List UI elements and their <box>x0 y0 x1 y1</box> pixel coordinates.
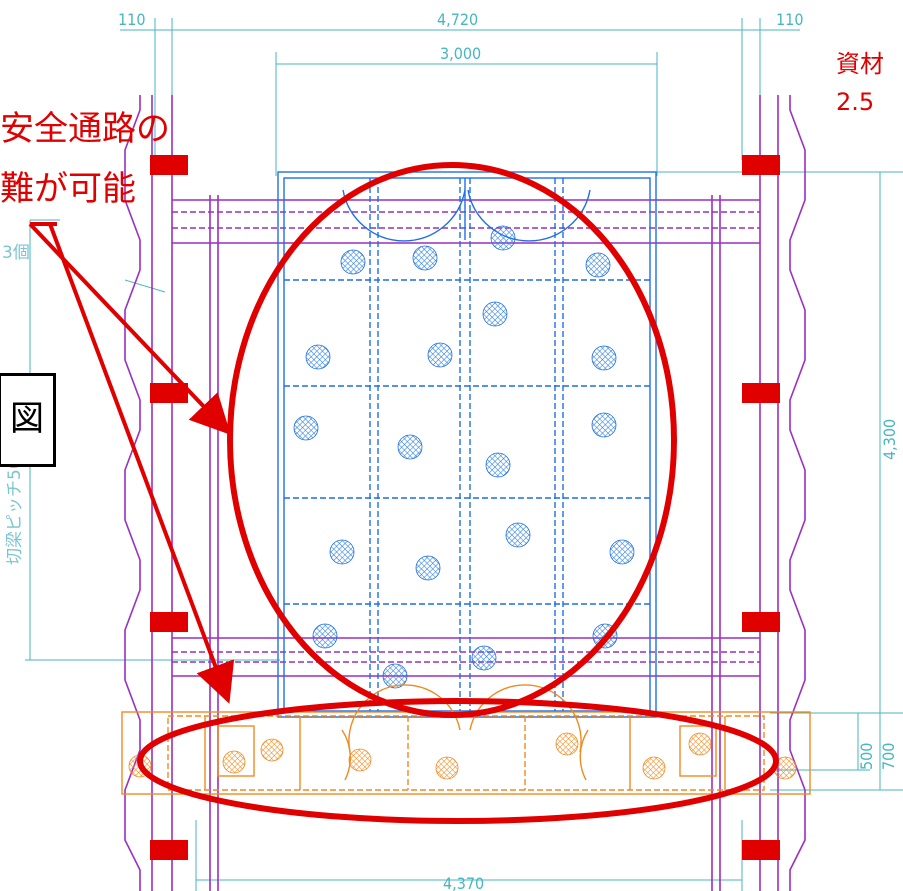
orange-hatch-circles <box>128 732 797 780</box>
hatched-circle <box>412 245 438 271</box>
dim-lower-outer: 700 <box>879 743 898 770</box>
material-note-line2: 2.5 <box>836 88 874 116</box>
hatched-circle <box>348 748 372 772</box>
hatched-circle <box>293 415 319 441</box>
red-blocks[interactable] <box>150 155 780 860</box>
dim-bottom-width: 4,370 <box>443 874 484 891</box>
hatched-circle <box>382 663 408 689</box>
red-arrows <box>28 222 235 704</box>
hatched-circle <box>591 345 617 371</box>
hatched-circle <box>642 756 666 780</box>
hatched-circle <box>471 645 497 671</box>
dim-top-total: 4,720 <box>437 10 478 29</box>
hatched-circle <box>222 750 246 774</box>
hatched-circle <box>329 539 355 565</box>
red-arrow <box>48 223 235 704</box>
hatched-circle <box>427 342 453 368</box>
hatched-circle <box>555 732 579 756</box>
red-block <box>742 840 780 860</box>
right-sheet-pile <box>711 95 806 891</box>
red-ellipse-highlight <box>227 162 677 718</box>
hatched-circle <box>688 732 712 756</box>
red-block <box>150 383 188 403</box>
hatched-circle <box>591 412 617 438</box>
blue-hatch-circles <box>293 225 635 689</box>
hatched-circle <box>485 452 511 478</box>
hatched-circle <box>482 301 508 327</box>
hatched-circle <box>490 225 516 251</box>
red-block <box>742 155 780 175</box>
red-block <box>150 155 188 175</box>
walers <box>172 199 760 677</box>
red-block <box>742 612 780 632</box>
hatched-circle <box>260 738 284 762</box>
hatched-circle <box>340 249 366 275</box>
right-dimensions <box>657 171 903 791</box>
dim-inner-width: 3,000 <box>440 44 481 63</box>
hatched-circle <box>609 539 635 565</box>
hatched-circle <box>415 555 441 581</box>
dim-height: 4,300 <box>880 419 899 460</box>
hatched-circle <box>312 623 338 649</box>
count-note: 3個 <box>2 243 30 263</box>
top-dimensions <box>120 18 800 176</box>
figure-label-box: 図 <box>0 373 56 467</box>
material-note-line1: 資材 <box>836 50 884 78</box>
red-ellipse-highlight <box>137 698 779 824</box>
hatched-circle <box>585 252 611 278</box>
blue-frame <box>277 171 657 718</box>
hatched-circle <box>435 756 459 780</box>
red-block <box>150 840 188 860</box>
hatched-circle <box>397 434 423 460</box>
red-block <box>150 612 188 632</box>
dim-top-left: 110 <box>118 10 145 29</box>
safe-passage-note-line1: 安全通路の <box>0 109 170 149</box>
red-block <box>742 383 780 403</box>
safe-passage-note-line2: 難が可能 <box>0 169 136 209</box>
hatched-circle <box>305 344 331 370</box>
hatched-circle <box>505 522 531 548</box>
dim-lower-inner: 500 <box>857 743 876 770</box>
dim-top-right: 110 <box>776 10 803 29</box>
